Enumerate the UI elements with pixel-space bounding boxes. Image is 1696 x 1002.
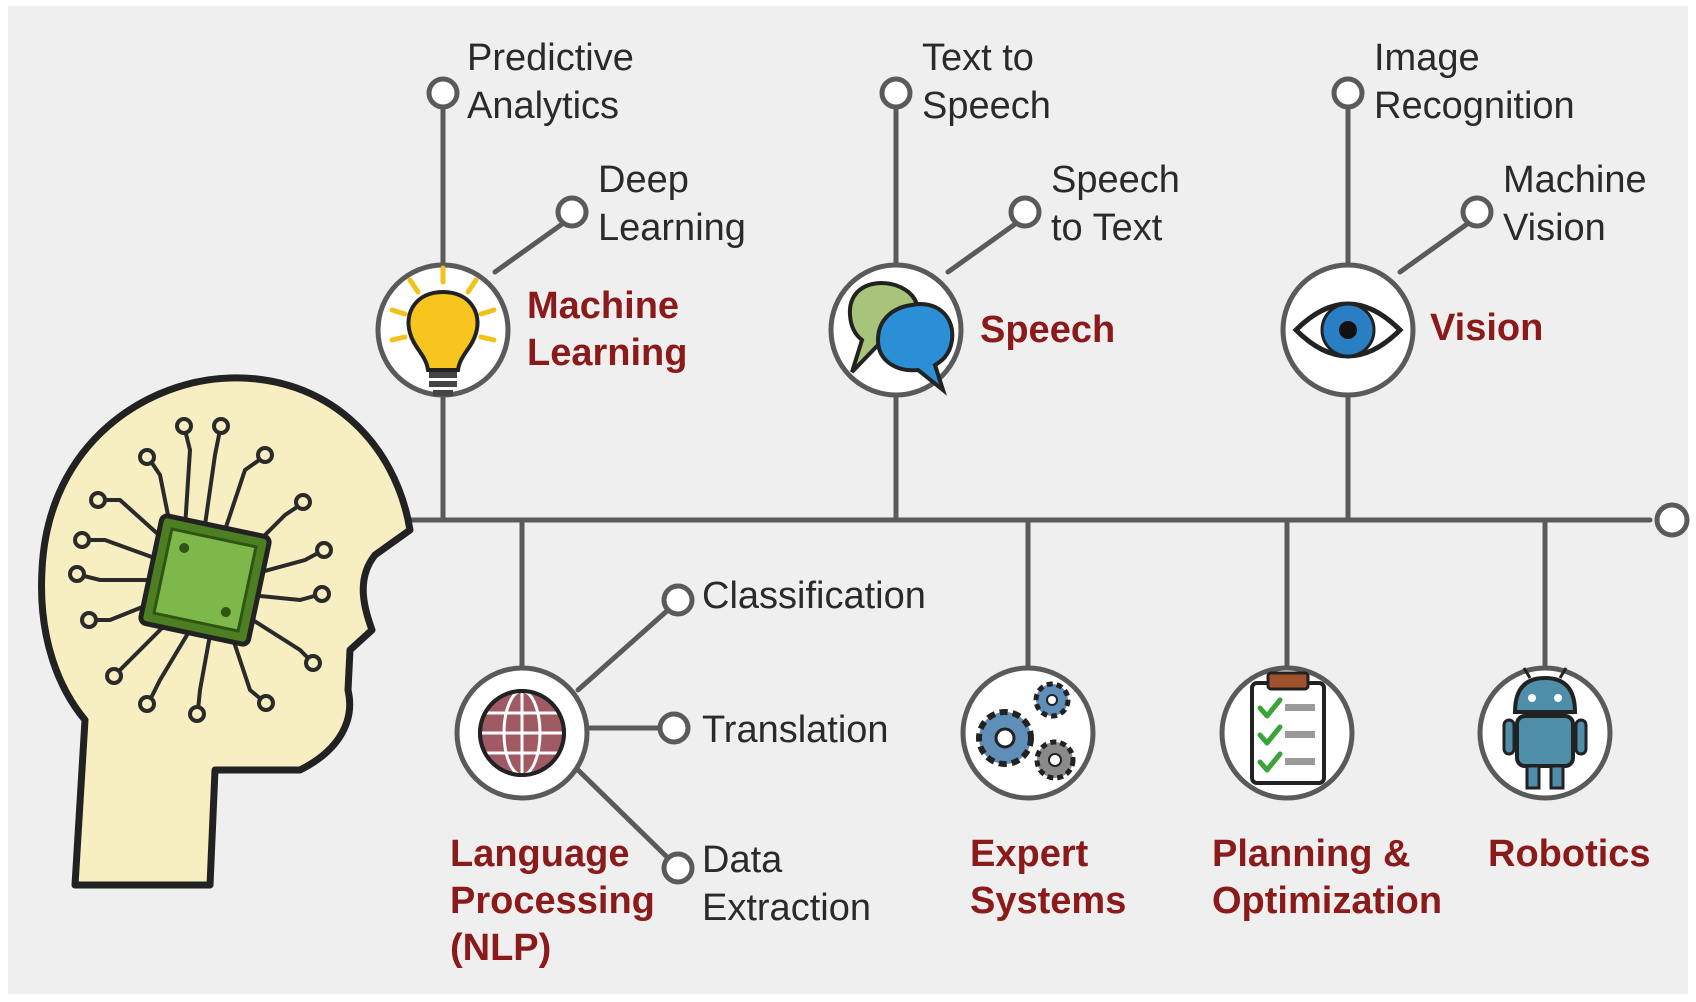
planning-label-line2: Optimization (1212, 880, 1442, 922)
node-data-extraction (661, 851, 695, 885)
svg-text:Vision: Vision (1503, 207, 1606, 249)
node-machine-vision (1460, 195, 1494, 229)
svg-text:Recognition: Recognition (1374, 85, 1575, 127)
node-image-recognition (1331, 76, 1365, 110)
svg-text:Expert: Expert (970, 833, 1089, 875)
svg-text:Vision: Vision (1430, 307, 1543, 349)
data-extraction-line1: Data (702, 839, 783, 881)
svg-text:Deep: Deep (598, 159, 689, 201)
svg-text:Machine: Machine (1503, 159, 1647, 201)
branch-expert-systems: Expert Systems (960, 517, 1126, 922)
speech-label: Speech (980, 309, 1115, 351)
vision-label: Vision (1430, 307, 1543, 349)
branch-vision: Image Recognition Machine Vision Vision (1280, 37, 1647, 523)
svg-text:Learning: Learning (527, 332, 687, 374)
image-recognition-line1: Image (1374, 37, 1480, 79)
svg-text:Processing: Processing (450, 880, 655, 922)
machine-vision-line2: Vision (1503, 207, 1606, 249)
machine-vision-line1: Machine (1503, 159, 1647, 201)
node-deep-learning (555, 195, 589, 229)
image-recognition-line2: Recognition (1374, 85, 1575, 127)
svg-text:Classification: Classification (702, 575, 926, 617)
nlp-label-line2: Processing (450, 880, 655, 922)
classification-label: Classification (702, 575, 926, 617)
svg-text:Data: Data (702, 839, 783, 881)
text-to-speech-line2: Speech (922, 85, 1051, 127)
branch-planning: Planning & Optimization (1212, 517, 1442, 922)
svg-text:Image: Image (1374, 37, 1480, 79)
nlp-label-line3: (NLP) (450, 927, 551, 969)
speech-bubbles-icon (847, 281, 955, 396)
speech-to-text-line2: to Text (1051, 207, 1163, 249)
translation-label: Translation (702, 709, 889, 751)
svg-text:Optimization: Optimization (1212, 880, 1442, 922)
branch-nlp: Classification Translation Data Extracti… (450, 517, 926, 969)
svg-text:Language: Language (450, 833, 629, 875)
svg-text:Machine: Machine (527, 285, 679, 327)
branch-robotics: Robotics (1477, 517, 1651, 875)
eye-icon (1292, 301, 1404, 359)
planning-label-line1: Planning & (1212, 833, 1410, 875)
node-classification (661, 583, 695, 617)
expert-systems-label-line1: Expert (970, 833, 1089, 875)
branch-machine-learning: Predictive Analytics Deep Learning Machi… (375, 37, 746, 523)
svg-text:(NLP): (NLP) (450, 927, 551, 969)
axis-end-node (1654, 502, 1690, 538)
nlp-label-line1: Language (450, 833, 629, 875)
svg-text:Speech: Speech (922, 85, 1051, 127)
svg-text:Extraction: Extraction (702, 887, 871, 929)
text-to-speech-line1: Text to (922, 37, 1034, 79)
data-extraction-line2: Extraction (702, 887, 871, 929)
speech-to-text-line1: Speech (1051, 159, 1180, 201)
node-text-to-speech (879, 76, 913, 110)
clipboard-checklist-icon (1250, 671, 1326, 785)
machine-learning-label-line1: Machine (527, 285, 679, 327)
branch-speech: Text to Speech Speech to Text Speech (828, 37, 1180, 523)
deep-learning-line1: Deep (598, 159, 689, 201)
deep-learning-line2: Learning (598, 207, 746, 249)
svg-text:Speech: Speech (980, 309, 1115, 351)
node-speech-to-text (1008, 195, 1042, 229)
gears-icon (976, 681, 1076, 781)
machine-learning-label-line2: Learning (527, 332, 687, 374)
svg-text:to Text: to Text (1051, 207, 1163, 249)
svg-text:Analytics: Analytics (467, 85, 619, 127)
predictive-analytics-line2: Analytics (467, 85, 619, 127)
svg-text:Text to: Text to (922, 37, 1034, 79)
svg-text:Planning &: Planning & (1212, 833, 1410, 875)
lightbulb-icon (389, 265, 497, 396)
node-predictive-analytics (426, 76, 460, 110)
robot-icon (1502, 667, 1588, 790)
predictive-analytics-line1: Predictive (467, 37, 634, 79)
svg-text:Robotics: Robotics (1488, 833, 1651, 875)
svg-text:Translation: Translation (702, 709, 889, 751)
svg-text:Predictive: Predictive (467, 37, 634, 79)
svg-text:Learning: Learning (598, 207, 746, 249)
expert-systems-label-line2: Systems (970, 880, 1126, 922)
globe-icon (478, 689, 566, 777)
svg-text:Speech: Speech (1051, 159, 1180, 201)
robotics-label: Robotics (1488, 833, 1651, 875)
head-icon (38, 374, 414, 889)
node-translation (657, 711, 691, 745)
svg-text:Systems: Systems (970, 880, 1126, 922)
